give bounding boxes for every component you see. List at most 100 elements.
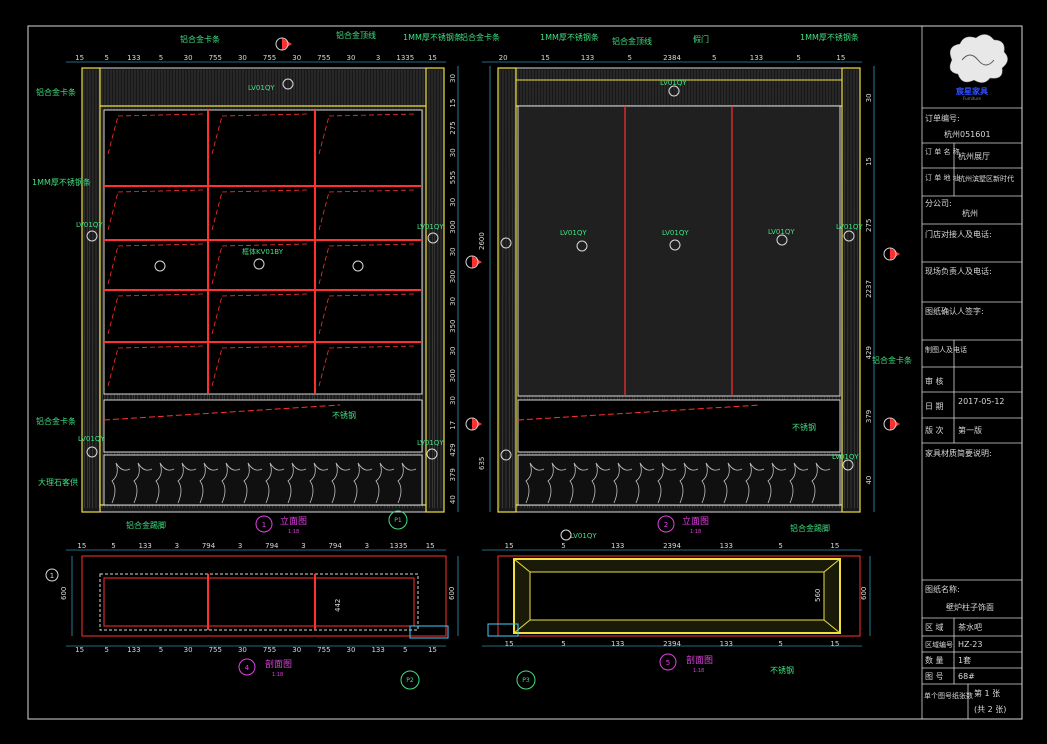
note-left-top-steel: 1MM厚不锈钢条 (403, 32, 462, 42)
detail-markers (388, 510, 536, 690)
svg-text:4: 4 (245, 664, 250, 672)
dim-label: 15 (449, 99, 457, 108)
dim-label: 5 (778, 640, 782, 648)
svg-text:第 1 张: 第 1 张 (974, 688, 1000, 698)
dim-label: 30 (238, 646, 247, 654)
title-left-plan: 剖面图 (265, 658, 292, 670)
title-right-plan: 剖面图 (686, 654, 713, 666)
dim-label: 5 (159, 54, 163, 62)
note-side-trim-top: 铝合金卡条 (36, 87, 76, 97)
dim-label: 20 (499, 54, 508, 62)
item-tags (86, 78, 855, 541)
dim-label: 5 (403, 646, 407, 654)
svg-text:家具材质简要说明:: 家具材质简要说明: (925, 448, 992, 458)
dim-label: 133 (720, 640, 733, 648)
svg-text:版 次: 版 次 (925, 425, 944, 435)
svg-text:68#: 68# (958, 672, 975, 681)
svg-text:数 量: 数 量 (925, 655, 944, 665)
dim-label: 40 (865, 476, 873, 485)
right-section-plan (487, 555, 861, 637)
svg-text:图 号: 图 号 (925, 672, 944, 681)
dim-label: 300 (449, 220, 457, 233)
dim-label: 5 (778, 542, 782, 550)
dim-label: 794 (265, 542, 279, 550)
note-right-top-trim: 铝合金卡条 (460, 32, 500, 42)
dim-label: 350 (449, 319, 457, 332)
svg-text:杭州滨墅区新时代: 杭州滨墅区新时代 (958, 174, 1014, 183)
plan-left-depth-r: 600 (448, 587, 456, 600)
title-left-elevation: 立面图 (280, 515, 307, 527)
note-left-top-line: 铝合金顶线 (336, 30, 376, 40)
svg-text:现场负责人及电话:: 现场负责人及电话: (925, 266, 992, 276)
svg-text:P1: P1 (394, 517, 402, 524)
dim-label: 5 (712, 54, 716, 62)
note-marble: 大理石客供 (38, 477, 78, 487)
dim-label: 15 (77, 542, 86, 550)
svg-text:1:18: 1:18 (690, 529, 701, 535)
dim-label: 15 (830, 542, 839, 550)
dim-label: 555 (449, 171, 457, 184)
company-sub: Furniture (963, 96, 981, 101)
svg-text:LV01QY: LV01QY (832, 453, 859, 461)
dimension-lines (66, 61, 875, 647)
dim-label: 30 (449, 148, 457, 157)
dim-label: 379 (449, 468, 457, 481)
dim-label: 2237 (865, 280, 873, 298)
svg-text:1: 1 (50, 572, 54, 580)
svg-text:区域编号: 区域编号 (925, 640, 953, 649)
dim-label: 1335 (396, 54, 414, 62)
note-side-trim-bottom: 铝合金卡条 (36, 416, 76, 426)
svg-text:LV01QY: LV01QY (76, 221, 103, 229)
svg-text:茶水吧: 茶水吧 (958, 622, 982, 632)
dim-label: 794 (202, 542, 216, 550)
dim-label: 1335 (390, 542, 408, 550)
svg-text:制图人及电话: 制图人及电话 (925, 345, 967, 354)
dim-label: 5 (104, 646, 108, 654)
dim-label: 755 (209, 54, 222, 62)
svg-text:日 期: 日 期 (925, 402, 944, 411)
svg-text:LV01QY: LV01QY (248, 84, 275, 92)
dim-label: 3 (301, 542, 305, 550)
svg-text:1:18: 1:18 (288, 529, 299, 535)
dim-label: 133 (127, 54, 140, 62)
note-right-trim: 铝合金卡条 (872, 355, 912, 365)
plan-left-inner: 442 (334, 599, 342, 612)
svg-text:订 单 名 称: 订 单 名 称 (925, 147, 960, 156)
dim-label: 30 (449, 198, 457, 207)
note-stainless-plan: 不锈钢 (770, 665, 794, 675)
dim-label: 15 (505, 640, 514, 648)
svg-text:LV01QY: LV01QY (836, 223, 863, 231)
note-false-door: 假门 (693, 34, 709, 44)
dim-label: 15 (426, 542, 435, 550)
svg-text:LV01QY: LV01QY (660, 79, 687, 87)
svg-text:5: 5 (666, 659, 670, 667)
svg-text:杭州: 杭州 (962, 208, 978, 218)
dim-label: 30 (184, 54, 193, 62)
svg-text:杭州展厅: 杭州展厅 (958, 151, 990, 161)
dim-label: 755 (209, 646, 222, 654)
dim-label: 2394 (663, 640, 681, 648)
dim-label: 5 (104, 54, 108, 62)
title-block (921, 25, 1023, 720)
dim-label: 2384 (663, 54, 681, 62)
note-side-steel: 1MM厚不锈钢条 (32, 177, 91, 187)
plan-right-inner: 560 (814, 589, 822, 602)
dim-label: 275 (865, 219, 873, 232)
svg-text:2: 2 (664, 521, 668, 529)
svg-text:LV01QY: LV01QY (768, 228, 795, 236)
dim-label: 3 (376, 54, 380, 62)
svg-text:HZ-23: HZ-23 (958, 640, 982, 649)
svg-text:LV01QY: LV01QY (78, 435, 105, 443)
dim-label: 3 (238, 542, 242, 550)
title-block-text: 订单编号: 杭州051601 订 单 名 称 杭州展厅 订 单 地 址 杭州滨墅… (924, 113, 1014, 714)
note-skirting-right: 铝合金踢脚 (790, 523, 830, 533)
dim-label: 133 (127, 646, 140, 654)
note-stainless-left: 不锈钢 (332, 410, 356, 420)
dim-label: 3 (175, 542, 179, 550)
dim-label: 133 (750, 54, 763, 62)
view-titles: 1 立面图 1:18 2 立面图 1:18 4 剖面图 1:18 5 剖面图 1… (45, 515, 713, 678)
dim-label: 5 (628, 54, 632, 62)
svg-text:LV01QY: LV01QY (570, 532, 597, 540)
dim-label: 15 (541, 54, 550, 62)
